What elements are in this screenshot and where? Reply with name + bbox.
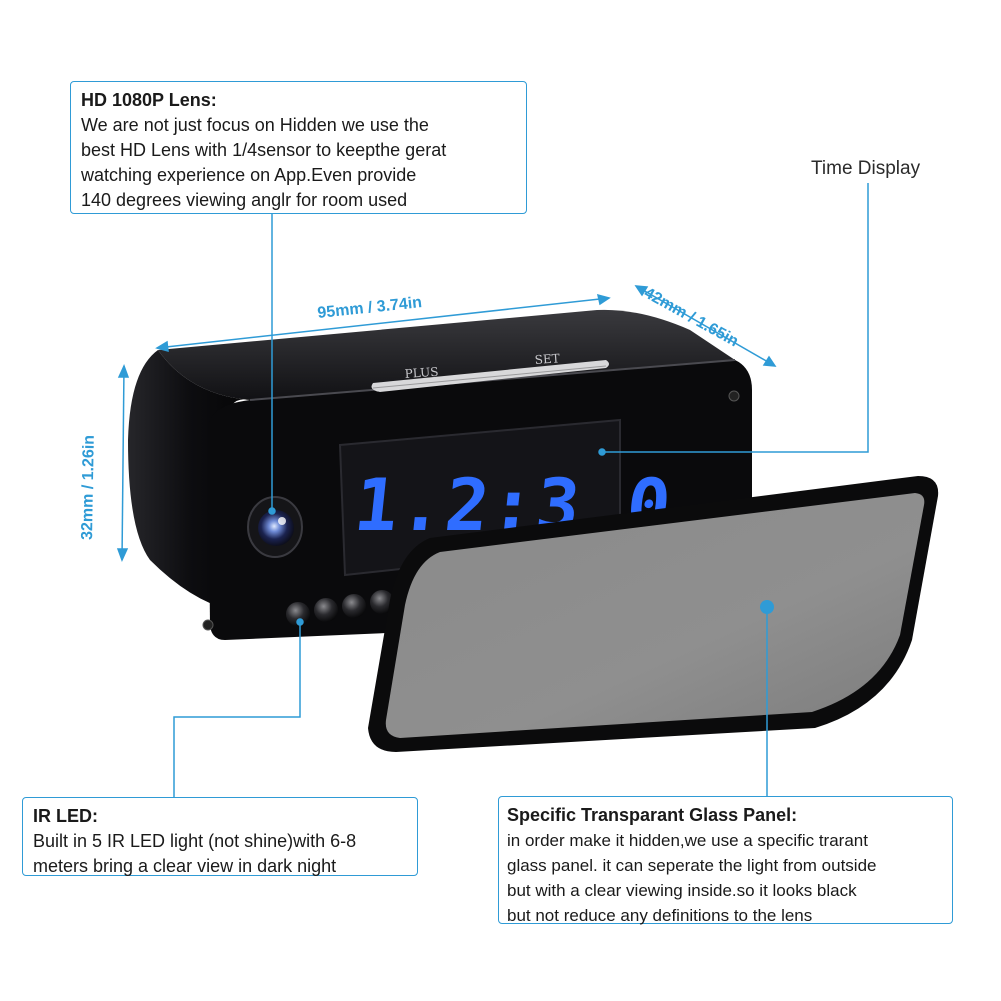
ir-led-callout-line: meters bring a clear view in dark night <box>33 856 337 876</box>
glass-panel-callout: Specific Transparant Glass Panel: in ord… <box>498 796 953 925</box>
glass-panel-callout-line: glass panel. it can seperate the light f… <box>507 856 877 875</box>
ir-led-callout-line: Built in 5 IR LED light (not shine)with … <box>33 831 357 851</box>
dimension-arrows <box>116 285 777 562</box>
glass-panel-callout-title: Specific Transparant Glass Panel: <box>507 805 798 825</box>
screw-icon <box>728 390 740 402</box>
ir-led-callout: IR LED: Built in 5 IR LED light (not shi… <box>22 797 418 876</box>
screw-icon <box>202 619 214 631</box>
top-buttons: PLUS SET <box>371 351 609 392</box>
lens-callout-title: HD 1080P Lens: <box>81 90 217 110</box>
lens-callout-line: We are not just focus on Hidden we use t… <box>81 115 429 135</box>
lens-callout-line: watching experience on App.Even provide <box>81 165 417 185</box>
glass-panel-callout-line: but not reduce any definitions to the le… <box>507 906 813 925</box>
glass-panel-callout-line: in order make it hidden,we use a specifi… <box>507 831 868 850</box>
lens-callout-line: best HD Lens with 1/4sensor to keepthe g… <box>81 140 447 160</box>
glass-panel <box>368 476 939 752</box>
length-dimension-label: 95mm / 3.74in <box>317 294 423 322</box>
set-button-label: SET <box>534 351 560 367</box>
lens-callout-line: 140 degrees viewing anglr for room used <box>81 190 408 210</box>
plus-button-label: PLUS <box>404 365 439 381</box>
glass-panel-callout-line: but with a clear viewing inside.so it lo… <box>507 881 857 900</box>
height-dimension-label: 32mm / 1.26in <box>79 435 98 540</box>
ir-led-callout-title: IR LED: <box>33 806 98 826</box>
lens-callout: HD 1080P Lens: We are not just focus on … <box>70 81 527 214</box>
callout-connectors <box>173 183 869 797</box>
camera-lens <box>247 496 303 558</box>
time-display-label: Time Display <box>811 158 921 179</box>
clock-top <box>158 309 735 400</box>
